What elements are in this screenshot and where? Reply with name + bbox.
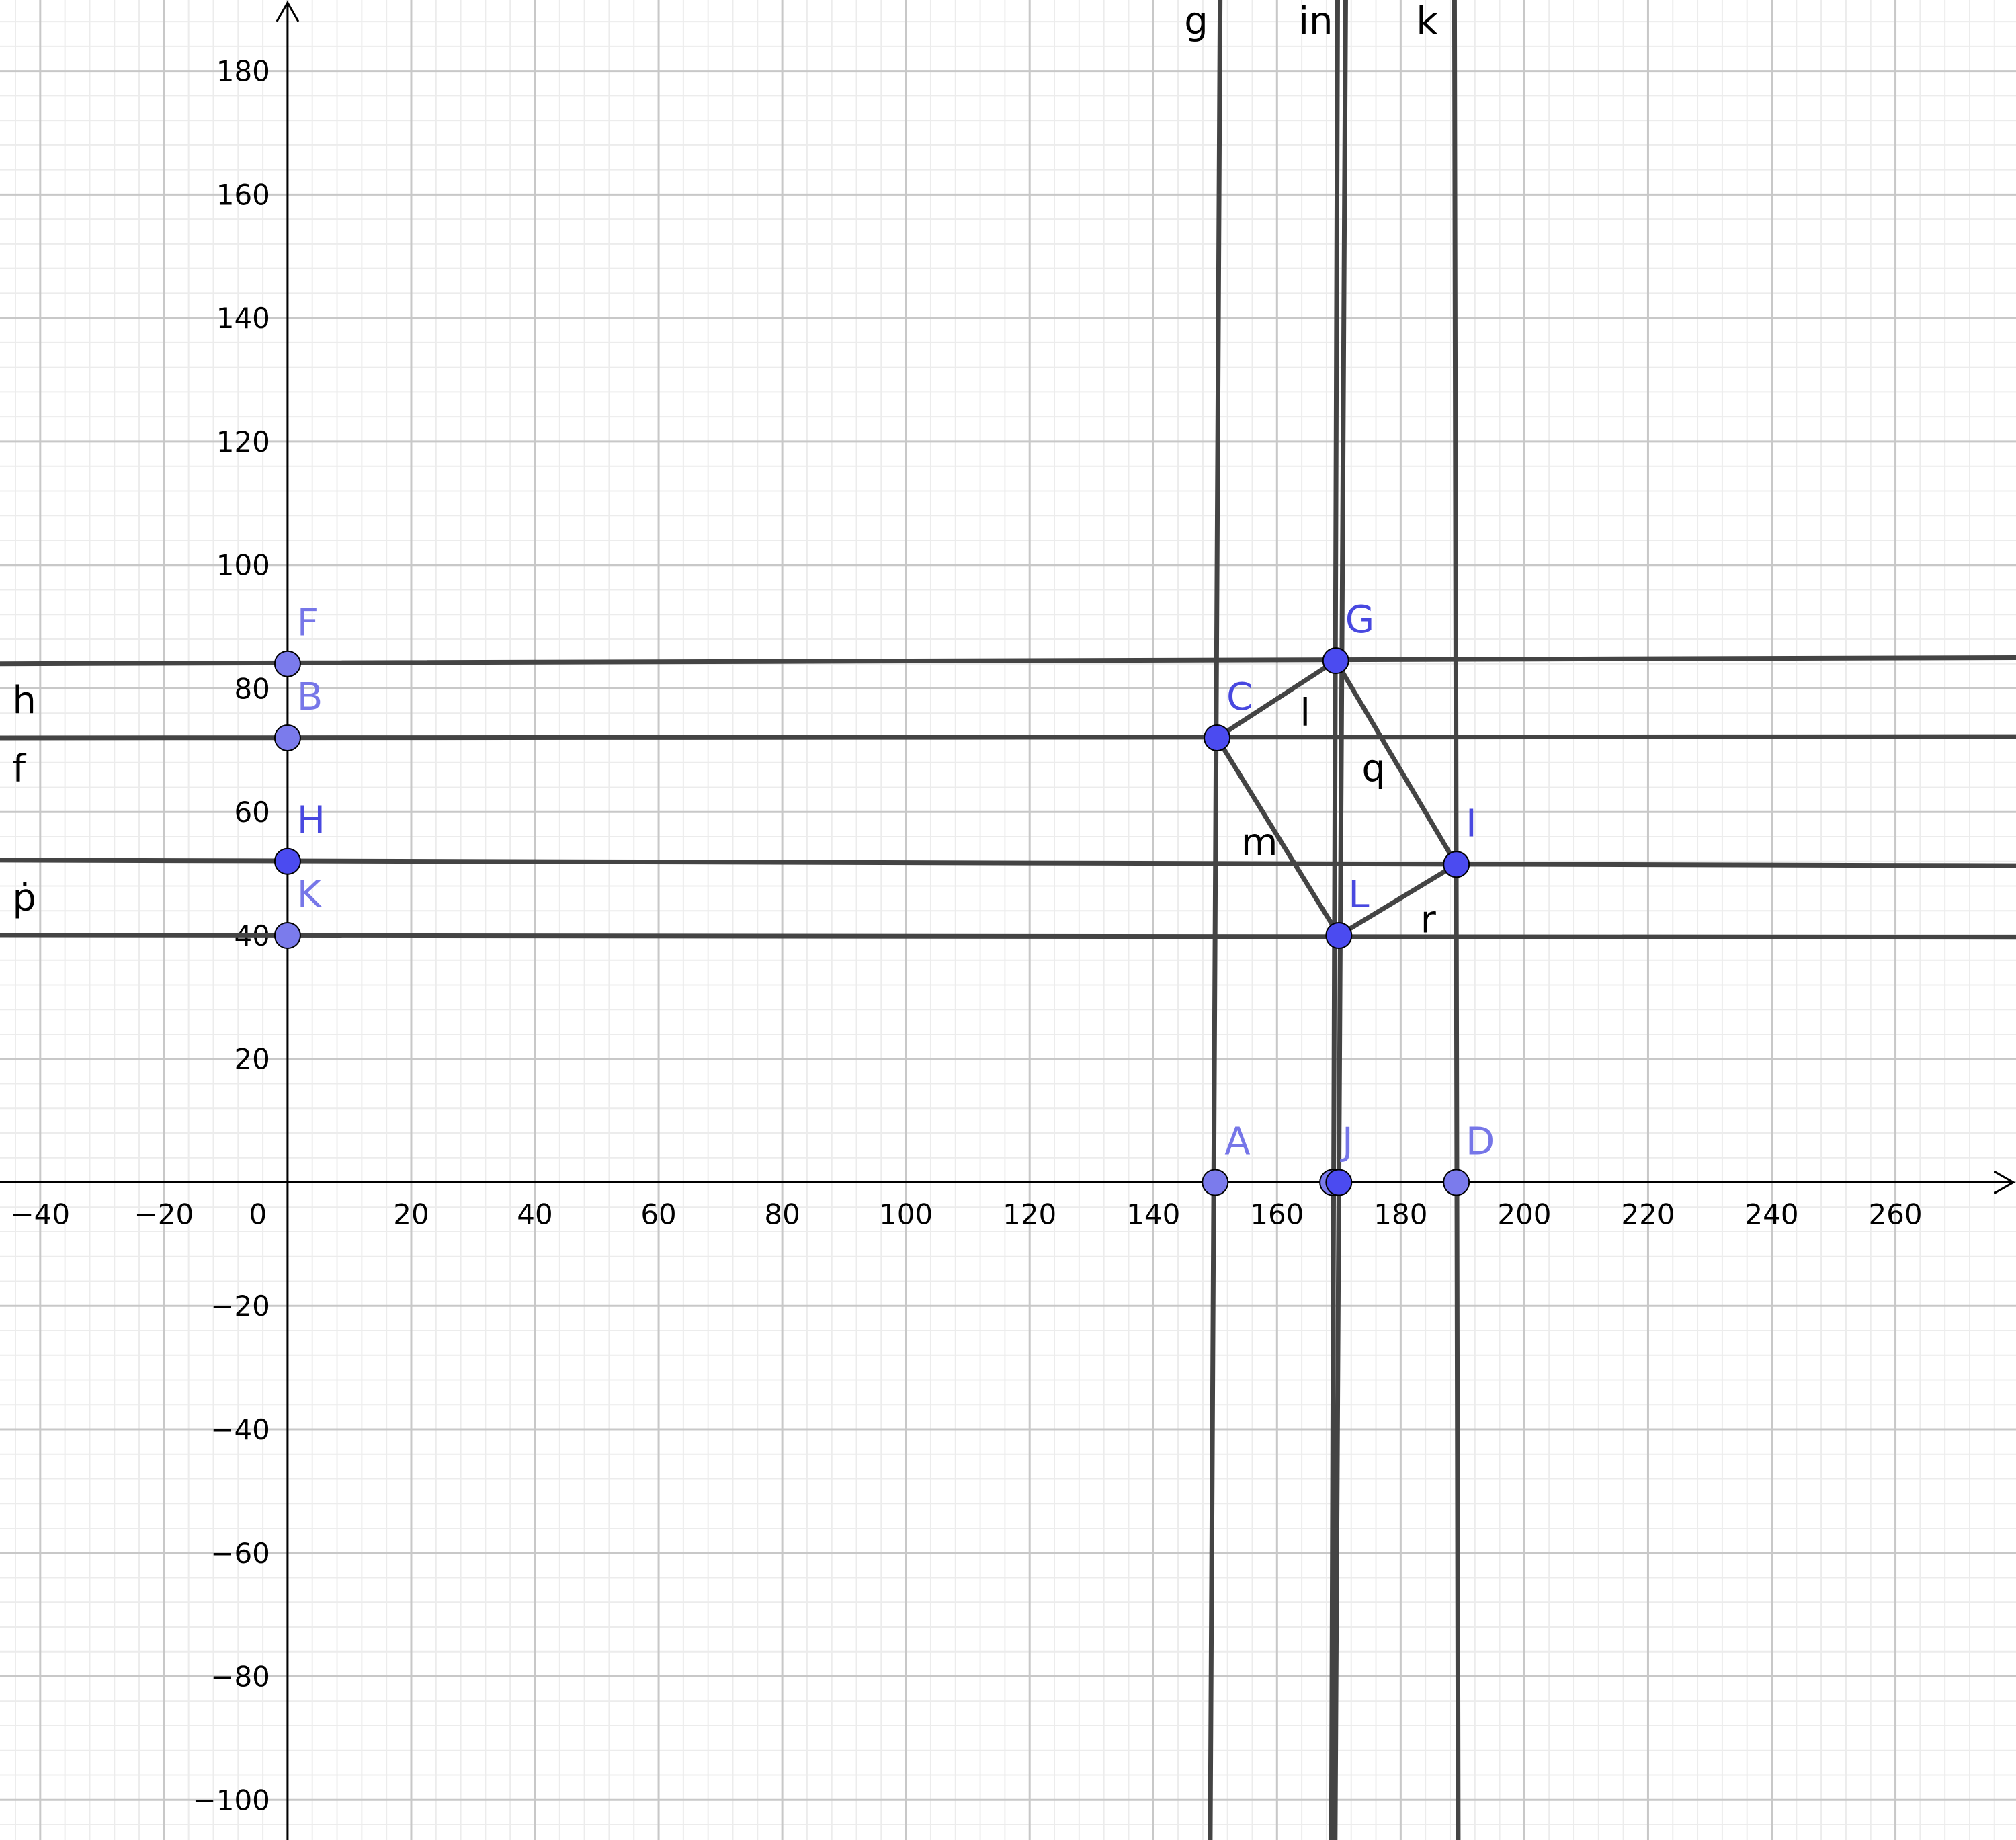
x-tick-label: 100 [879, 1198, 933, 1230]
x-tick-label: 20 [393, 1198, 429, 1230]
point-L[interactable] [1325, 921, 1353, 949]
x-tick-label: 40 [517, 1198, 552, 1230]
y-tick-label: 100 [216, 549, 270, 582]
y-tick-label: −60 [210, 1537, 270, 1570]
point-label-D: D [1466, 1120, 1495, 1163]
object-label-q: q [1361, 747, 1386, 790]
x-tick-label: 0 [249, 1198, 267, 1230]
object-label-h: h [12, 679, 36, 722]
point-A[interactable] [1202, 1169, 1229, 1196]
y-tick-label: 180 [216, 55, 270, 88]
segment-m[interactable] [1214, 735, 1341, 938]
x-tick-label: 200 [1497, 1198, 1551, 1230]
x-axis-arrow [1994, 1171, 2016, 1194]
y-tick-label: 60 [234, 796, 269, 829]
points [274, 647, 1470, 1196]
line-p[interactable] [0, 858, 2016, 868]
point-label-L: L [1348, 873, 1369, 917]
point-label-G: G [1345, 598, 1374, 642]
x-tick-label: 120 [1003, 1198, 1056, 1230]
object-label-r: r [1421, 898, 1437, 942]
line-k[interactable] [1452, 0, 1461, 1840]
point-label-C: C [1226, 675, 1253, 719]
y-tick-label: 160 [216, 178, 270, 211]
object-label-f: f [12, 747, 26, 790]
point-label-J: J [1340, 1120, 1353, 1163]
point-I[interactable] [1443, 851, 1470, 878]
point-label-H: H [297, 799, 325, 843]
object-labels: g in k hf ṗ l q m r [12, 0, 1438, 942]
y-tick-label: −40 [210, 1413, 270, 1446]
point-labels: A J D FB HK C G I L [297, 598, 1495, 1163]
y-tick-label: 120 [216, 425, 270, 458]
x-tick-label: 160 [1250, 1198, 1304, 1230]
point-label-K: K [297, 873, 323, 917]
y-tick-label: −100 [193, 1784, 270, 1816]
y-tick-label: −20 [210, 1290, 270, 1323]
line-h[interactable] [0, 655, 2016, 667]
point-label-A: A [1224, 1120, 1250, 1163]
point-G[interactable] [1322, 647, 1349, 675]
x-tick-label: −20 [134, 1198, 194, 1230]
point-H[interactable] [274, 847, 301, 875]
object-label-g: g [1184, 0, 1208, 44]
segment-l[interactable] [1214, 658, 1339, 741]
x-tick-label: 240 [1745, 1198, 1798, 1230]
object-label-in: in [1299, 0, 1333, 44]
x-tick-label: 80 [764, 1198, 800, 1230]
y-tick-label: 80 [234, 672, 269, 705]
line-n[interactable] [1333, 0, 1348, 1840]
y-tick-label: 20 [234, 1043, 269, 1076]
object-label-ṗ: ṗ [12, 876, 36, 920]
point-J[interactable] [1325, 1169, 1353, 1196]
object-label-l: l [1300, 692, 1310, 735]
line-unnamed[interactable] [0, 933, 2016, 940]
point-K[interactable] [274, 921, 301, 949]
point-label-B: B [297, 675, 323, 719]
x-tick-label: 60 [640, 1198, 676, 1230]
x-tick-label: −40 [10, 1198, 70, 1230]
x-tick-label: 260 [1868, 1198, 1922, 1230]
quadrilateral-segments [1214, 658, 1459, 938]
segment-q[interactable] [1333, 658, 1459, 867]
point-label-F: F [297, 601, 319, 645]
x-tick-label: 220 [1621, 1198, 1675, 1230]
y-tick-label: 140 [216, 302, 270, 335]
line-g[interactable] [1208, 0, 1223, 1840]
point-B[interactable] [274, 724, 301, 751]
line-f[interactable] [0, 734, 2016, 741]
y-tick-label: −80 [210, 1661, 270, 1693]
point-F[interactable] [274, 650, 301, 677]
object-label-m: m [1241, 821, 1278, 865]
y-axis-arrow [276, 0, 300, 22]
segment-r[interactable] [1336, 862, 1459, 938]
x-axis-tick-labels: −40 −20 0 20 40 60 80 100 120 140 160 180 200 220 240 2… [10, 1198, 1922, 1230]
point-C[interactable] [1204, 724, 1231, 751]
line-i[interactable] [1329, 0, 1340, 1840]
x-tick-label: 140 [1126, 1198, 1180, 1230]
point-D[interactable] [1443, 1169, 1470, 1196]
x-tick-label: 180 [1374, 1198, 1427, 1230]
point-label-I: I [1466, 802, 1477, 845]
object-label-k: k [1416, 0, 1438, 44]
